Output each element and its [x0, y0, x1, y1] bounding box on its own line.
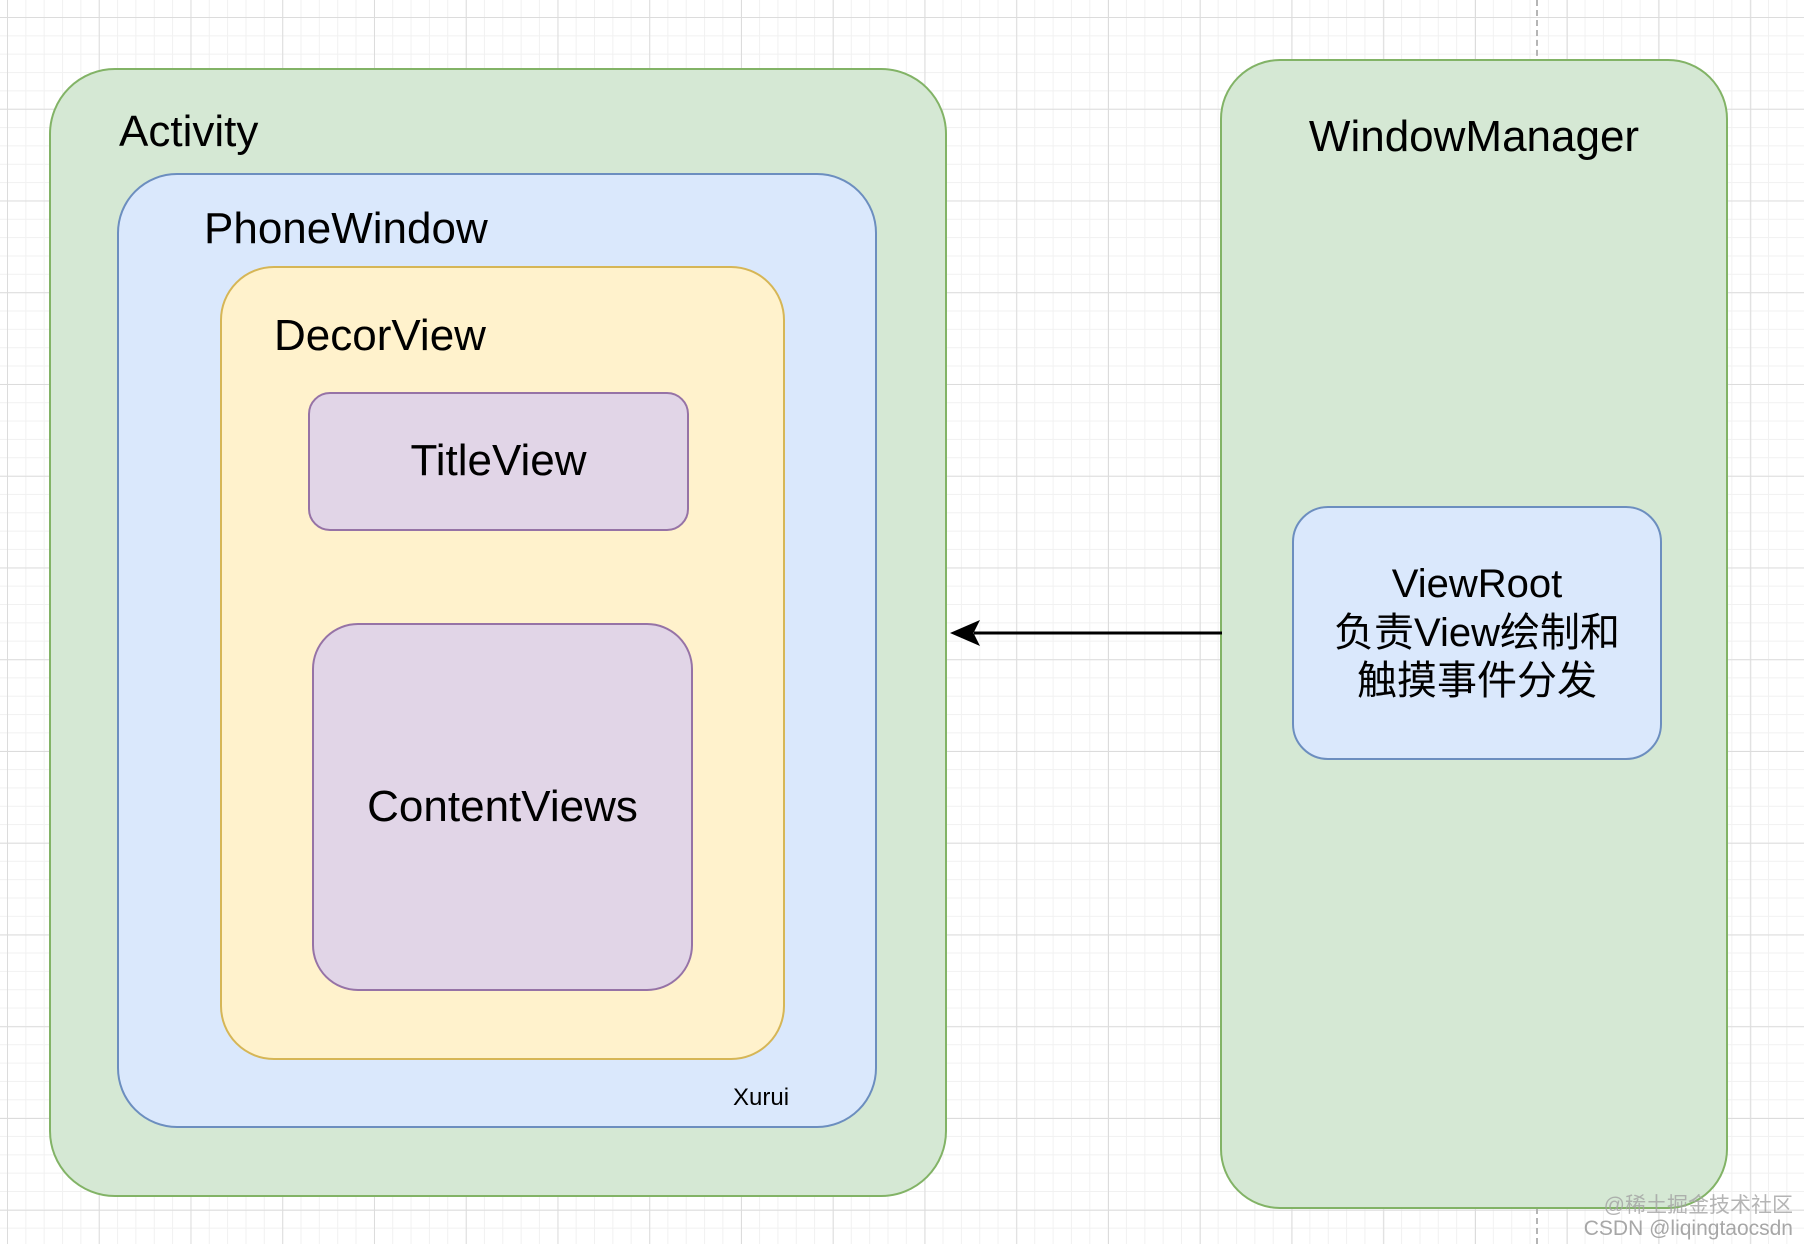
left-arrow-connector — [950, 620, 1222, 646]
activity-label: Activity — [119, 107, 259, 156]
author-tag-label: Xurui — [733, 1084, 790, 1111]
decorview-label: DecorView — [274, 311, 486, 360]
viewroot-desc-line2: 触摸事件分发 — [1357, 659, 1597, 704]
viewroot-desc-line1: 负责View绘制和 — [1334, 610, 1620, 655]
titleview-box: TitleView — [308, 392, 689, 531]
contentviews-box: ContentViews — [312, 623, 693, 991]
contentviews-label: ContentViews — [367, 781, 638, 831]
windowmanager-label: WindowManager — [1308, 112, 1640, 161]
viewroot-box: ViewRoot 负责View绘制和 触摸事件分发 — [1292, 506, 1662, 760]
watermark-line2: CSDN @liqingtaocsdn — [1583, 1217, 1793, 1240]
titleview-label: TitleView — [410, 436, 587, 486]
phonewindow-label: PhoneWindow — [204, 204, 488, 253]
watermark: @稀土掘金技术社区 CSDN @liqingtaocsdn — [1584, 1194, 1793, 1240]
viewroot-title: ViewRoot — [1391, 561, 1563, 606]
watermark-line1: @稀土掘金技术社区 — [1603, 1194, 1793, 1217]
